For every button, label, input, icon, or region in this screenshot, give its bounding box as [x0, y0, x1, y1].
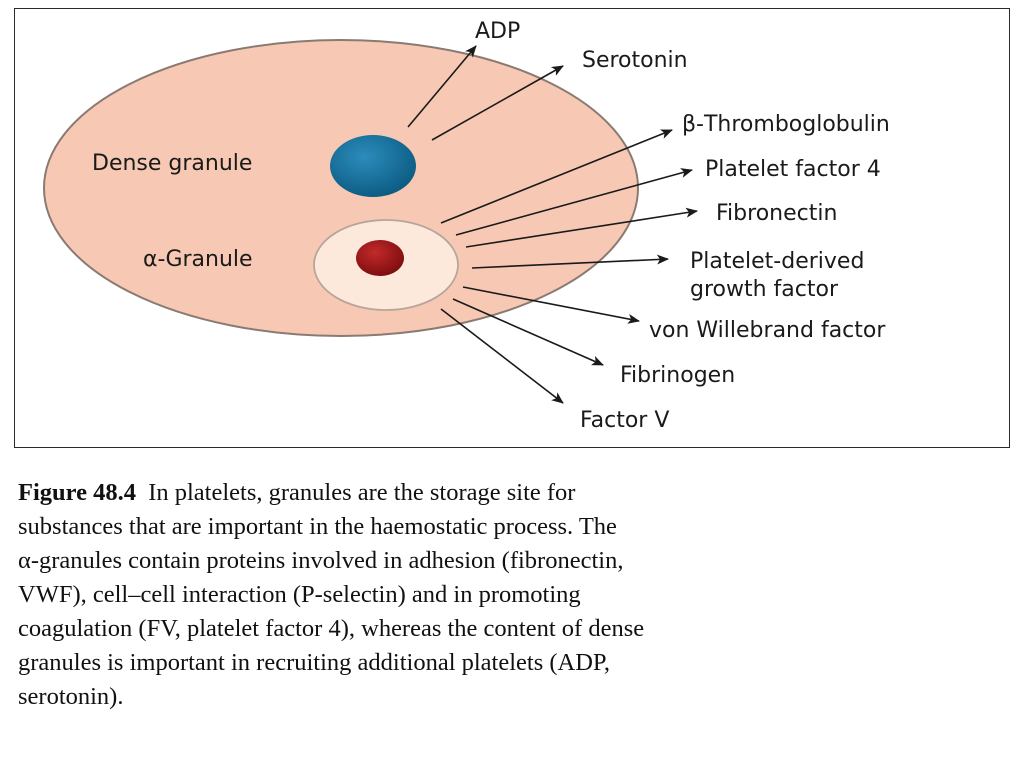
platelet-cell [43, 39, 639, 337]
caption-line: α-granules contain proteins involved in … [18, 547, 624, 574]
figure-caption: Figure 48.4 In platelets, granules are t… [18, 476, 1008, 714]
arrow-adp [407, 45, 477, 128]
arrow-fibrinogen [452, 298, 604, 366]
label-beta-thromboglobulin: β-Thromboglobulin [682, 112, 890, 137]
caption-line: Figure 48.4 In platelets, granules are t… [18, 476, 1008, 510]
dense-granule-label: Dense granule [92, 151, 252, 176]
arrow-fibronectin [465, 207, 698, 248]
arrow-serotonin [431, 65, 564, 141]
arrow-beta-thromboglobulin [440, 129, 673, 224]
arrow-factor-v [440, 308, 564, 404]
dense-granule-shape [330, 135, 416, 197]
label-platelet-factor-4: Platelet factor 4 [705, 157, 881, 182]
alpha-granule-core [356, 240, 404, 276]
caption-line: serotonin). [18, 683, 124, 710]
caption-line: granules is important in recruiting addi… [18, 649, 610, 676]
caption-line: coagulation (FV, platelet factor 4), whe… [18, 615, 645, 642]
platelet-diagram: Dense granule α-Granule ADP Serotonin β-… [43, 19, 890, 433]
label-serotonin: Serotonin [582, 48, 688, 73]
caption-line: VWF), cell–cell interaction (P-selectin)… [18, 581, 581, 608]
caption-line: substances that are important in the hae… [18, 513, 617, 540]
caption-text: In platelets, granules are the storage s… [135, 479, 576, 506]
label-von-willebrand-factor: von Willebrand factor [649, 318, 886, 343]
figure-number: Figure 48.4 [18, 479, 136, 506]
arrow-platelet-derived-growth-factor [471, 254, 669, 269]
arrow-platelet-factor-4 [455, 168, 693, 236]
arrow-von-willebrand-factor [462, 286, 640, 324]
label-factor-v: Factor V [580, 408, 669, 433]
label-growth-factor: growth factor [690, 277, 839, 302]
label-fibronectin: Fibronectin [716, 201, 837, 226]
alpha-granule-label: α-Granule [143, 247, 253, 272]
label-platelet-derived: Platelet-derived [690, 249, 864, 274]
label-adp: ADP [475, 19, 520, 44]
label-fibrinogen: Fibrinogen [620, 363, 735, 388]
